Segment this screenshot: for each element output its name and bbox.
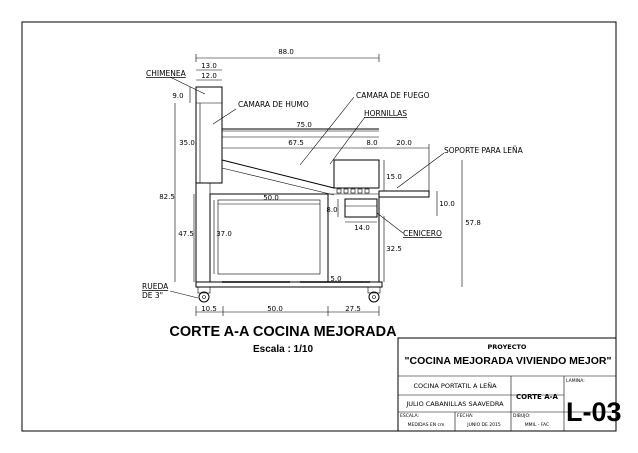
section-title: CORTE A-A COCINA MEJORADA (169, 324, 397, 340)
lamina-label: LAMINA: (566, 378, 585, 384)
label-rueda-1: RUEDA (142, 282, 169, 291)
label-chimenea: CHIMENEA (146, 69, 187, 78)
dim-13: 13.0 (201, 62, 217, 70)
label-camara-fuego: CAMARA DE FUEGO (356, 91, 430, 100)
dim-675: 67.5 (288, 139, 304, 147)
escala-value: MEDIDAS EN cm (408, 422, 445, 428)
dim-14: 14.0 (354, 224, 370, 232)
dim-578: 57.8 (465, 219, 481, 227)
label-camara-humo: CAMARA DE HUMO (238, 100, 309, 109)
dim-12: 12.0 (201, 72, 217, 80)
dim-475: 47.5 (178, 230, 194, 238)
lamina-code: L-03 (566, 397, 622, 427)
dim-8-mid: 8.0 (326, 206, 337, 214)
component-labels: CHIMENEA CAMARA DE HUMO CAMARA DE FUEGO … (142, 69, 524, 300)
fire-chamber (333, 159, 380, 189)
proyecto-name: "COCINA MEJORADA VIVIENDO MEJOR" (405, 355, 612, 367)
label-hornillas: HORNILLAS (364, 109, 407, 118)
wheel-left (197, 286, 211, 303)
lower-cabinet (209, 193, 329, 283)
sheet-border (21, 21, 617, 432)
dim-275: 27.5 (345, 305, 361, 313)
dim-75: 75.0 (296, 121, 312, 129)
cocina-label: COCINA PORTATIL A LEÑA (413, 381, 497, 390)
dim-15: 15.0 (386, 173, 402, 181)
dim-88: 88.0 (278, 48, 294, 56)
dim-825: 82.5 (159, 193, 175, 201)
ash-box (344, 198, 378, 218)
label-soporte-lena: SOPORTE PARA LEÑA (444, 146, 524, 155)
leader-lines (169, 76, 445, 299)
dim-105: 10.5 (201, 305, 217, 313)
stove-drawing (195, 86, 430, 303)
fecha-value: JUNIO DE 2015 (466, 422, 501, 428)
label-cenicero: CENICERO (403, 229, 442, 238)
fecha-label: FECHA: (457, 413, 473, 419)
dim-8-top: 8.0 (366, 139, 377, 147)
escala-label: ESCALA: (400, 413, 419, 419)
dim-10: 10.0 (439, 200, 455, 208)
cabinet-door (217, 199, 321, 275)
dibujo-value: MMIL - FAC (525, 422, 549, 428)
dimension-lines (174, 54, 463, 316)
dim-5: 5.0 (330, 275, 341, 283)
dim-37: 37.0 (216, 230, 232, 238)
dim-9: 9.0 (172, 92, 183, 100)
dim-35: 35.0 (179, 139, 195, 147)
dimension-values: 88.0 13.0 12.0 9.0 75.0 67.5 8.0 20.0 35… (159, 48, 481, 313)
hornillas-row (336, 188, 370, 194)
dim-50-bottom: 50.0 (267, 305, 283, 313)
author-name: JULIO CABANILLAS SAAVEDRA (405, 400, 504, 408)
dim-325: 32.5 (386, 245, 402, 253)
dim-50-top: 50.0 (263, 194, 279, 202)
dibujo-label: DIBUJO: (513, 413, 530, 419)
wheel-right (367, 286, 381, 303)
title-block: PROYECTO "COCINA MEJORADA VIVIENDO MEJOR… (397, 337, 622, 432)
proyecto-label: PROYECTO (488, 343, 527, 351)
dim-20: 20.0 (396, 139, 412, 147)
scale-label: Escala : 1/10 (253, 344, 313, 355)
corte-label: CORTE A-A (516, 393, 558, 401)
chimney (195, 86, 223, 184)
wood-support-shelf (378, 190, 430, 198)
label-rueda-2: DE 3" (142, 291, 163, 300)
